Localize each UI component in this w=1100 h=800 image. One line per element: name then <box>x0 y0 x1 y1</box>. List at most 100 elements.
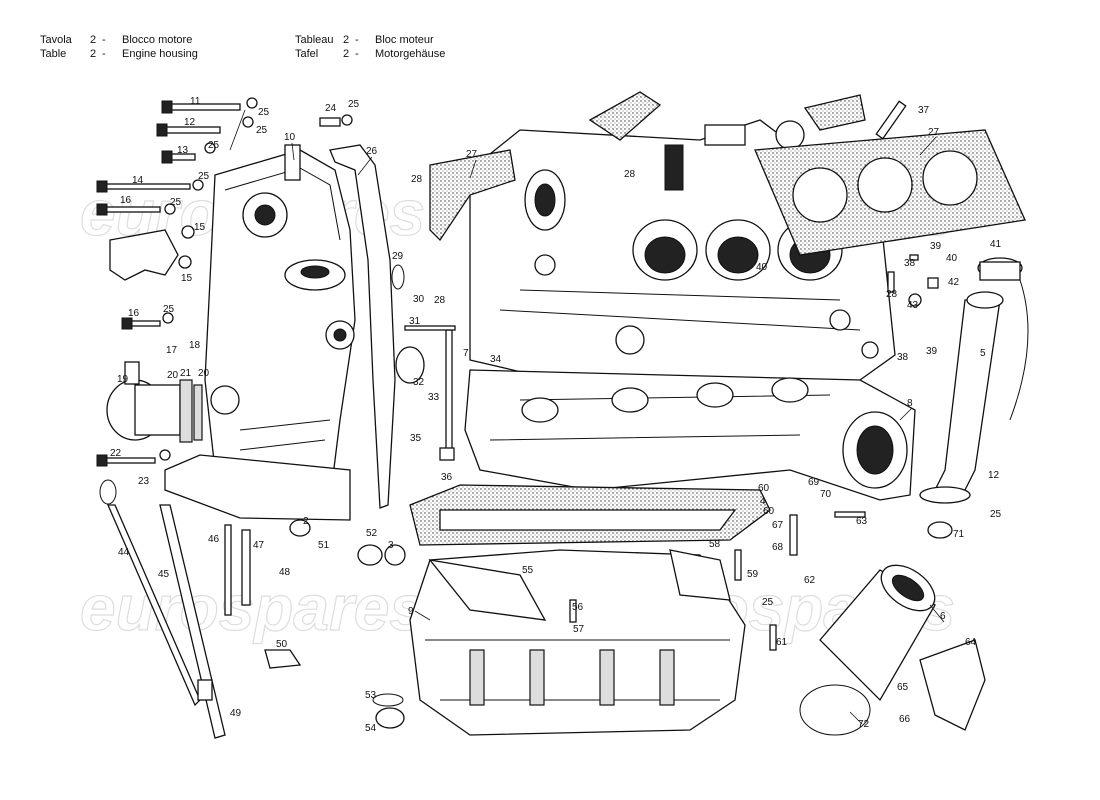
callout-63: 63 <box>856 516 868 527</box>
callout-31: 31 <box>409 316 421 327</box>
flange-gasket <box>395 346 425 384</box>
callout-55: 55 <box>522 565 534 576</box>
callout-18: 18 <box>189 340 201 351</box>
callout-7: 7 <box>463 348 469 359</box>
callout-32: 32 <box>413 377 425 388</box>
callout-66: 66 <box>899 714 911 725</box>
water-pump <box>106 361 203 443</box>
callout-25: 25 <box>762 597 774 608</box>
callout-5: 5 <box>980 348 986 359</box>
callout-22: 22 <box>110 448 122 459</box>
callout-44: 44 <box>118 547 130 558</box>
callout-46: 46 <box>208 534 220 545</box>
header-separator: - <box>355 34 359 46</box>
bush <box>927 521 953 539</box>
callout-27: 27 <box>466 149 478 160</box>
callout-38: 38 <box>897 352 909 363</box>
dowel <box>887 271 895 293</box>
callout-26: 26 <box>366 146 378 157</box>
header-number: 2 <box>343 34 350 46</box>
callout-45: 45 <box>158 569 170 580</box>
callout-52: 52 <box>366 528 378 539</box>
mount-bracket <box>919 639 986 731</box>
thermostat-housing <box>109 229 179 281</box>
callout-30: 30 <box>413 294 425 305</box>
watermark: eurospares <box>80 572 425 644</box>
callout-58: 58 <box>709 539 721 550</box>
o-ring <box>391 264 405 290</box>
callout-35: 35 <box>410 433 422 444</box>
oil-filler-tube <box>919 257 1029 504</box>
callout-6: 6 <box>940 611 946 622</box>
leader-lines <box>229 109 945 725</box>
dowel <box>909 254 919 261</box>
callout-9: 9 <box>408 606 414 617</box>
stud <box>769 624 777 651</box>
seal-ring <box>357 544 383 566</box>
callout-25: 25 <box>198 171 210 182</box>
callout-34: 34 <box>490 354 502 365</box>
callout-56: 56 <box>572 602 584 613</box>
head-gasket <box>754 129 1026 256</box>
header-title: Engine housing <box>122 48 198 60</box>
callout-14: 14 <box>132 175 144 186</box>
callout-69: 69 <box>808 477 820 488</box>
callout-20: 20 <box>198 368 210 379</box>
callout-39: 39 <box>930 241 942 252</box>
callout-42: 42 <box>948 277 960 288</box>
spacer <box>439 447 455 461</box>
callout-21: 21 <box>180 368 192 379</box>
callout-28: 28 <box>624 169 636 180</box>
header-title: Bloc moteur <box>375 34 434 46</box>
bolt-set-left <box>96 97 353 467</box>
callout-17: 17 <box>166 345 178 356</box>
callout-38: 38 <box>904 258 916 269</box>
callout-15: 15 <box>194 222 206 233</box>
callout-43: 43 <box>907 300 919 311</box>
header-number: 2 <box>90 34 97 46</box>
callout-64: 64 <box>965 637 977 648</box>
header-separator: - <box>355 48 359 60</box>
callout-24: 24 <box>325 103 337 114</box>
header-word: Tavola <box>40 34 72 46</box>
header-title: Motorgehäuse <box>375 48 446 60</box>
plug <box>927 277 939 289</box>
stud <box>445 329 453 451</box>
callout-28: 28 <box>886 289 898 300</box>
stud <box>224 524 232 616</box>
callout-72: 72 <box>858 719 870 730</box>
header-number: 2 <box>90 48 97 60</box>
callout-27: 27 <box>928 127 940 138</box>
callout-65: 65 <box>897 682 909 693</box>
pin <box>404 325 456 331</box>
plug <box>289 519 311 537</box>
callout-25: 25 <box>163 304 175 315</box>
stud <box>734 549 742 581</box>
callout-37: 37 <box>918 105 930 116</box>
callout-25: 25 <box>990 509 1002 520</box>
callout-20: 20 <box>167 370 179 381</box>
liner-seal-ring <box>799 684 871 736</box>
callout-53: 53 <box>365 690 377 701</box>
cylinder-liner <box>799 564 936 736</box>
callout-68: 68 <box>772 542 784 553</box>
callout-28: 28 <box>434 295 446 306</box>
timing-cover-gasket <box>329 144 396 509</box>
callout-39: 39 <box>926 346 938 357</box>
header-word: Table <box>40 48 67 60</box>
oil-pan <box>409 549 746 736</box>
callout-36: 36 <box>441 472 453 483</box>
callout-25: 25 <box>348 99 360 110</box>
callout-41: 41 <box>990 239 1002 250</box>
callout-25: 25 <box>258 107 270 118</box>
callout-25: 25 <box>208 140 220 151</box>
callout-13: 13 <box>177 145 189 156</box>
